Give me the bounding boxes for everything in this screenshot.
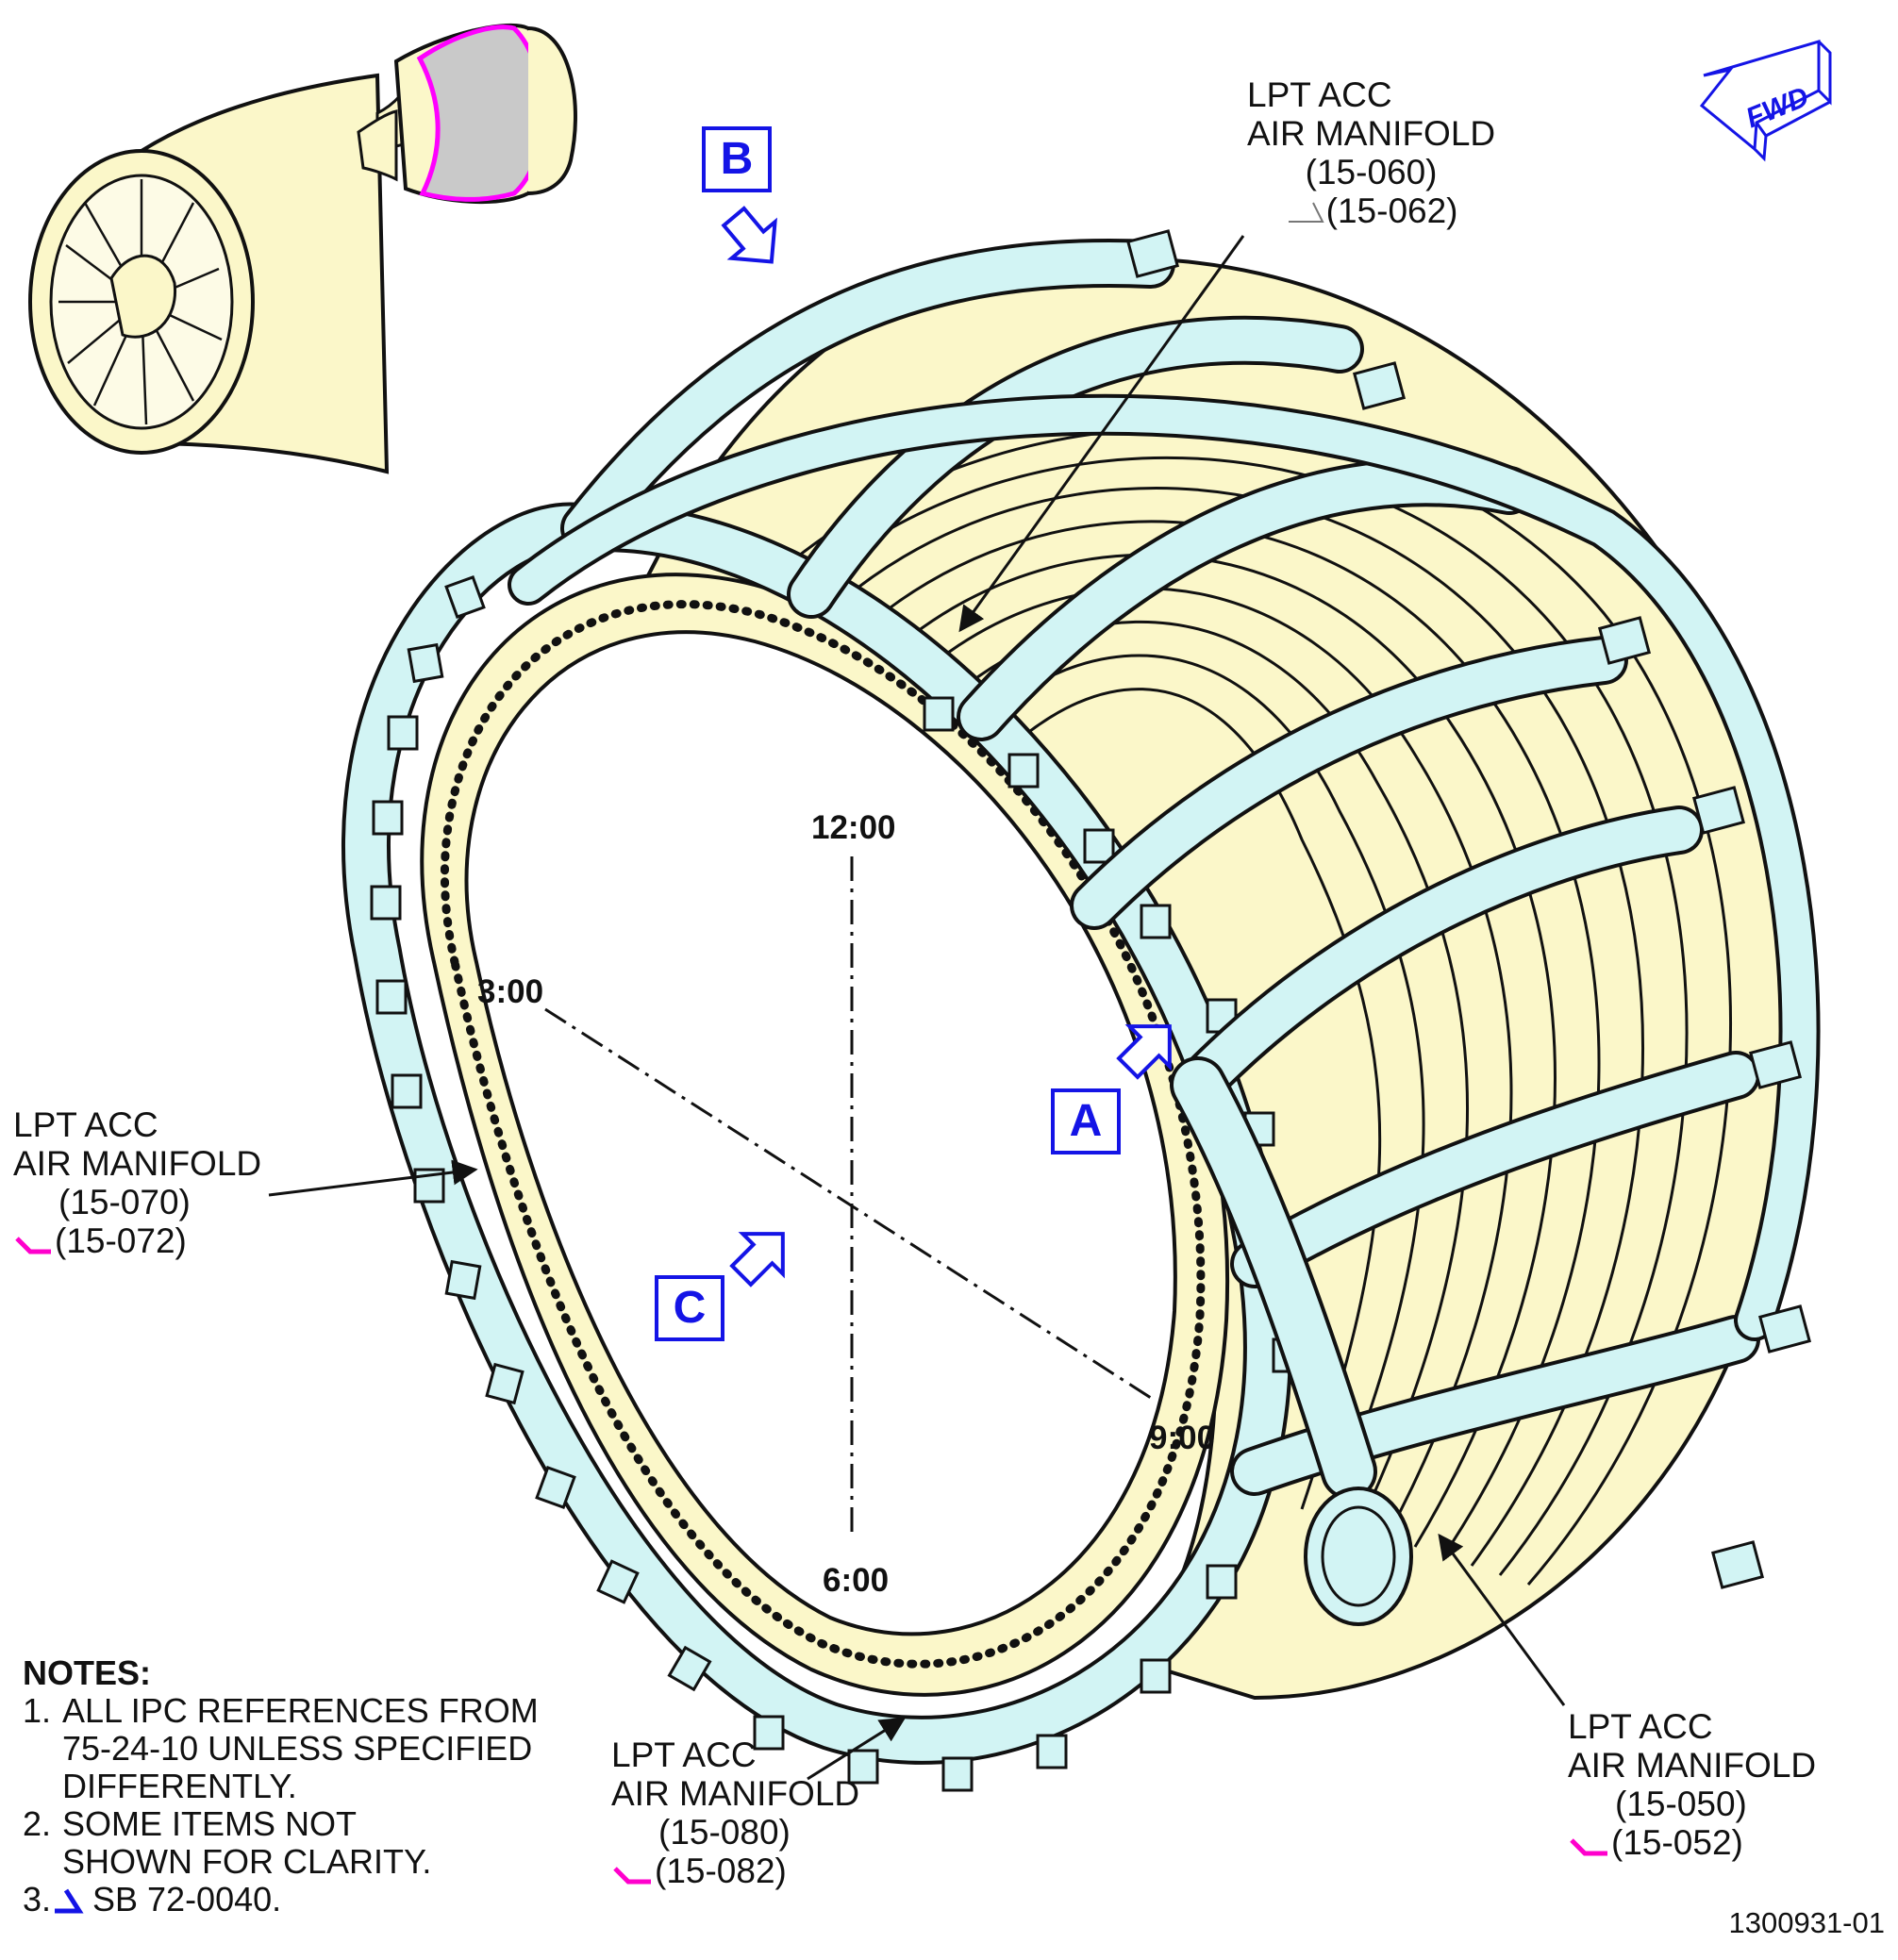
revision-tick-icon — [613, 1866, 651, 1884]
leader-lines — [268, 235, 1566, 1781]
figure-number: 1300931-01 — [1728, 1906, 1886, 1939]
callout-subtitle: AIR MANIFOLD — [1247, 114, 1496, 153]
note-item: 1. ALL IPC REFERENCES FROM 75-24-10 UNLE… — [23, 1692, 539, 1805]
view-c-box[interactable]: C — [655, 1275, 724, 1341]
fwd-arrow-icon — [1699, 39, 1832, 162]
revision-tick-icon — [1570, 1837, 1607, 1855]
callout-ref: (15-070) — [58, 1183, 191, 1221]
callout-ref: (15-080) — [658, 1813, 791, 1852]
callout-subtitle: AIR MANIFOLD — [1568, 1746, 1817, 1785]
callout-left-manifold: LPT ACC AIR MANIFOLD (15-070) (15-072) — [13, 1105, 261, 1260]
sb-revision-tick-icon — [55, 1888, 84, 1914]
callout-title: LPT ACC — [1568, 1707, 1713, 1746]
callout-right-manifold: LPT ACC AIR MANIFOLD (15-050) (15-052) — [1568, 1707, 1816, 1862]
note-number: 3. — [23, 1880, 52, 1918]
clock-nine: 9:00 — [1149, 1420, 1216, 1456]
notes-block: NOTES: 1. ALL IPC REFERENCES FROM 75-24-… — [23, 1654, 539, 1918]
revision-tick-icon — [1288, 202, 1324, 223]
callout-title: LPT ACC — [1247, 75, 1392, 114]
clock-reference-lines — [544, 856, 1152, 1539]
callout-ref-row: (15-082) — [611, 1852, 859, 1890]
note-text: SOME ITEMS NOT SHOWN FOR CLARITY. — [62, 1804, 432, 1881]
callout-ref: (15-062) — [1325, 191, 1458, 230]
manifold-straps — [508, 238, 1821, 1500]
callout-ref: (15-052) — [1611, 1823, 1743, 1862]
callout-subtitle: AIR MANIFOLD — [13, 1144, 262, 1183]
clock-three: 3:00 — [477, 973, 544, 1010]
callout-ref: (15-060) — [1305, 153, 1438, 191]
view-a-box[interactable]: A — [1051, 1088, 1121, 1154]
strap-flanges — [1125, 229, 1812, 1589]
note-item: 2. SOME ITEMS NOT SHOWN FOR CLARITY. — [23, 1805, 539, 1881]
callout-title: LPT ACC — [611, 1736, 757, 1774]
callout-ref-row: (15-052) — [1568, 1823, 1816, 1862]
note-text: SB 72-0040. — [92, 1880, 282, 1918]
callout-ref: (15-072) — [55, 1221, 187, 1260]
clock-six: 6:00 — [823, 1562, 890, 1599]
callout-subtitle: AIR MANIFOLD — [611, 1774, 860, 1813]
callout-title: LPT ACC — [13, 1105, 158, 1144]
callout-ref-row: (15-072) — [13, 1221, 261, 1260]
revision-tick-icon — [15, 1236, 51, 1254]
view-b-box[interactable]: B — [702, 126, 772, 192]
note-item: 3. SB 72-0040. — [23, 1881, 539, 1918]
callout-ref: (15-082) — [655, 1852, 787, 1890]
clock-twelve: 12:00 — [811, 809, 896, 846]
view-arrows — [721, 206, 1172, 1287]
callout-ref-row: (15-062) — [1247, 191, 1495, 230]
callout-ref: (15-050) — [1615, 1785, 1747, 1823]
notes-heading: NOTES: — [23, 1653, 152, 1692]
note-text: ALL IPC REFERENCES FROM 75-24-10 UNLESS … — [62, 1691, 539, 1805]
callout-bottom-manifold: LPT ACC AIR MANIFOLD (15-080) (15-082) — [611, 1736, 859, 1890]
manifold-inlet-port — [1304, 1487, 1413, 1626]
callout-upper-manifold: LPT ACC AIR MANIFOLD (15-060) (15-062) — [1247, 75, 1495, 230]
note-number: 1. — [23, 1691, 52, 1730]
note-number: 2. — [23, 1804, 52, 1843]
engine-locator-view — [28, 23, 577, 474]
